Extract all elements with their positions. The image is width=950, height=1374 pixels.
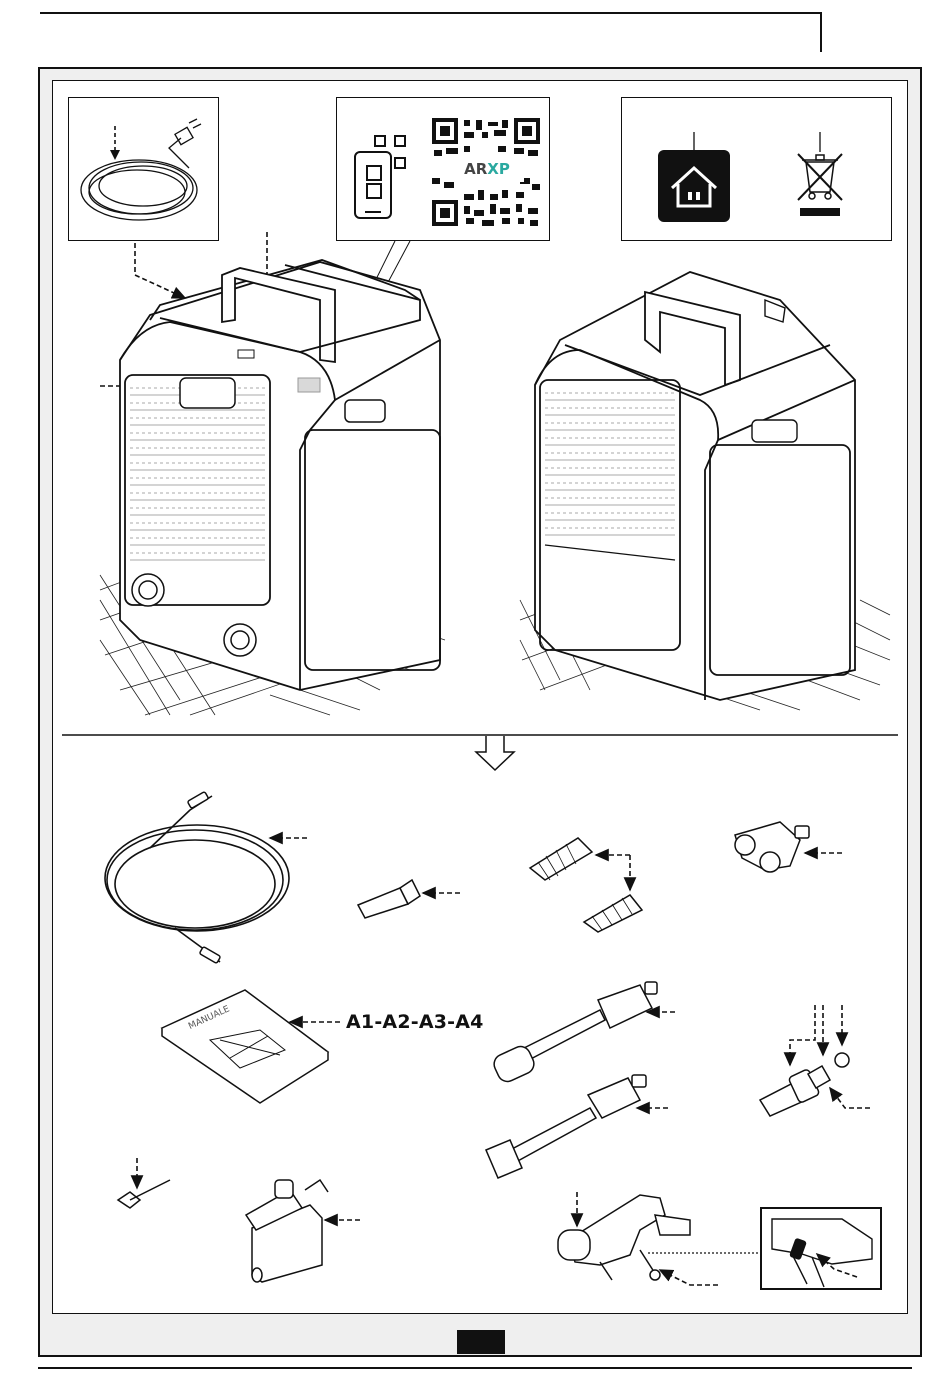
weee-bar (800, 208, 840, 216)
indoor-use-icon (658, 150, 730, 222)
weee-bin-icon (798, 154, 842, 200)
power-cord-icon (69, 98, 220, 242)
qr-brand-part2: XP (487, 160, 510, 178)
content-panel (52, 80, 908, 1314)
header-tick (820, 12, 822, 52)
footer-rule (38, 1367, 912, 1369)
symbols-box (621, 97, 892, 241)
power-cord-box (68, 97, 219, 241)
manual-languages-label: A1-A2-A3-A4 (346, 1011, 484, 1033)
qr-code-icon: ARXP (432, 118, 540, 226)
qr-brand-part1: AR (464, 160, 487, 178)
trigger-detail-box (760, 1207, 882, 1290)
page-number-tab (457, 1330, 505, 1354)
qr-box: ARXP (336, 97, 550, 241)
header-rule (40, 12, 822, 14)
qr-brand-logo: ARXP (454, 160, 520, 178)
